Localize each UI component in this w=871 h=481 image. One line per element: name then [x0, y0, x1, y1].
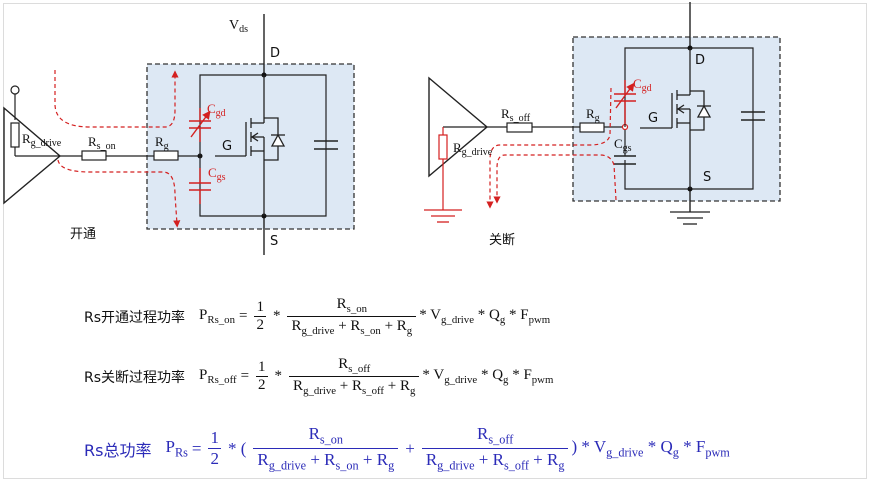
supply-terminal [10, 85, 20, 95]
cgs-label: Cgs [614, 136, 632, 154]
resistance-ratio: Rs_on Rg_drive + Rs_on + Rg [287, 296, 417, 337]
cgd-label: Cgd [207, 101, 226, 119]
formula-tail: * Vg_drive * Qg * Fpwm [419, 307, 551, 326]
turn-off-circuit: D S G Rg_drive Rs_off Rg Cgd Cgs 关断 [424, 2, 781, 248]
rs-off-label: Rs_off [501, 106, 531, 124]
cgs-capacitor [189, 168, 211, 204]
rg-label: Rg [586, 106, 600, 124]
rs-off-resistor [506, 122, 533, 133]
source-label: S [703, 170, 711, 185]
body-diode-icon [270, 133, 286, 147]
discharge-current-path-cgd [486, 87, 612, 209]
formula-label: Rs开通过程功率 [84, 309, 186, 326]
turn-on-caption: 开通 [70, 227, 96, 242]
rs-on-label: Rs_on [88, 134, 116, 152]
cgd-label: Cgd [633, 76, 652, 94]
rg-drive-resistor [438, 134, 448, 160]
plus-sign: + [405, 438, 415, 458]
gate-driver-triangle [428, 76, 489, 178]
resistance-ratio-on: Rs_on Rg_drive + Rs_on + Rg [253, 424, 399, 474]
formula-tail: * Vg_drive * Qg * Fpwm [422, 367, 554, 386]
cgd-capacitor [189, 108, 211, 142]
gate-label: G [648, 111, 658, 126]
equals-sign: = [238, 308, 248, 324]
rg-resistor [579, 122, 605, 133]
rg-drive-label: Rg_drive [453, 140, 493, 158]
rs-on-resistor [81, 150, 107, 161]
discharge-current-path-cgs [493, 154, 617, 204]
gate-label: G [222, 139, 232, 154]
cgs-label: Cgs [208, 165, 226, 183]
times-sign: * ( [227, 438, 247, 458]
turn-on-circuit: Vds D S G Rg_drive Rs_on Rg Cgd Cgs 开通 [3, 14, 355, 255]
rg-drive-resistor [10, 122, 20, 148]
ground-icon [424, 209, 462, 223]
rg-label: Rg [155, 134, 169, 152]
times-sign: * [272, 308, 281, 324]
circuit-diagrams: Vds D S G Rg_drive Rs_on Rg Cgd Cgs 开通 [3, 2, 781, 255]
times-sign: * [274, 368, 283, 384]
formula-lhs: PRs_on [199, 307, 235, 326]
drain-label: D [695, 53, 705, 68]
vds-label: Vds [229, 18, 248, 35]
formula-label: Rs关断过程功率 [84, 369, 186, 386]
rg-resistor [153, 150, 179, 161]
rg-drive-label: Rg_drive [22, 131, 62, 149]
gate-driver-triangle [3, 106, 62, 205]
equals-sign: = [240, 368, 250, 384]
cds-capacitor [314, 140, 338, 150]
charge-current-path-cgs [57, 159, 181, 228]
formula-label: Rs总功率 [84, 440, 152, 460]
equals-sign: = [191, 438, 202, 458]
drain-label: D [270, 46, 280, 61]
formula-tail: ) * Vg_drive * Qg * Fpwm [571, 437, 730, 460]
resistance-ratio: Rs_off Rg_drive + Rs_off + Rg [289, 356, 420, 397]
source-label: S [270, 234, 278, 249]
formula-lhs: PRs [165, 437, 188, 460]
formula-lhs: PRs_off [199, 367, 237, 386]
body-diode-icon [696, 104, 712, 118]
cgd-capacitor [614, 80, 636, 124]
cds-capacitor [741, 111, 765, 121]
ground-icon [670, 211, 710, 225]
turn-off-caption: 关断 [489, 233, 515, 248]
mosfet-symbol [215, 75, 279, 216]
cgs-capacitor [614, 155, 636, 165]
charge-current-path-cgd [54, 70, 179, 128]
resistance-ratio-off: Rs_off Rg_drive + Rs_off + Rg [421, 424, 569, 474]
